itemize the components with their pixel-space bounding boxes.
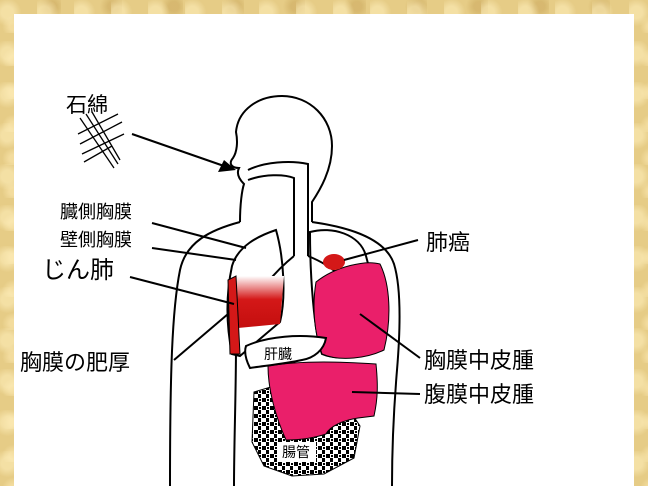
anatomy-diagram: 石綿 臓側胸膜 壁側胸膜 じん肺 胸膜の肥厚 肺癌 胸膜中皮腫 腹膜中皮腫 肝臓… [14, 14, 634, 486]
pleural-thickening-label: 胸膜の肥厚 [20, 351, 130, 376]
lung-cancer-label: 肺癌 [426, 231, 470, 256]
lung-cancer-spot [323, 254, 345, 270]
visceral-pleura-label: 臓側胸膜 [60, 202, 132, 223]
peritoneal-mesothelioma-label: 腹膜中皮腫 [424, 383, 534, 408]
diagram-panel: 石綿 臓側胸膜 壁側胸膜 じん肺 胸膜の肥厚 肺癌 胸膜中皮腫 腹膜中皮腫 肝臓… [14, 14, 634, 486]
pleural-mesothelioma-label: 胸膜中皮腫 [424, 349, 534, 374]
asbestos-arrow [132, 134, 236, 172]
peritoneal-mesothelioma-area [268, 362, 377, 440]
pneumoconiosis-label: じん肺 [42, 256, 114, 284]
asbestos-label: 石綿 [66, 93, 108, 117]
parietal-pleura-label: 壁側胸膜 [60, 230, 132, 251]
pneumoconiosis-area [236, 276, 284, 328]
liver-label: 肝臓 [264, 347, 292, 363]
asbestos-fibres-icon [78, 112, 124, 168]
intestine-label: 腸管 [282, 445, 310, 461]
